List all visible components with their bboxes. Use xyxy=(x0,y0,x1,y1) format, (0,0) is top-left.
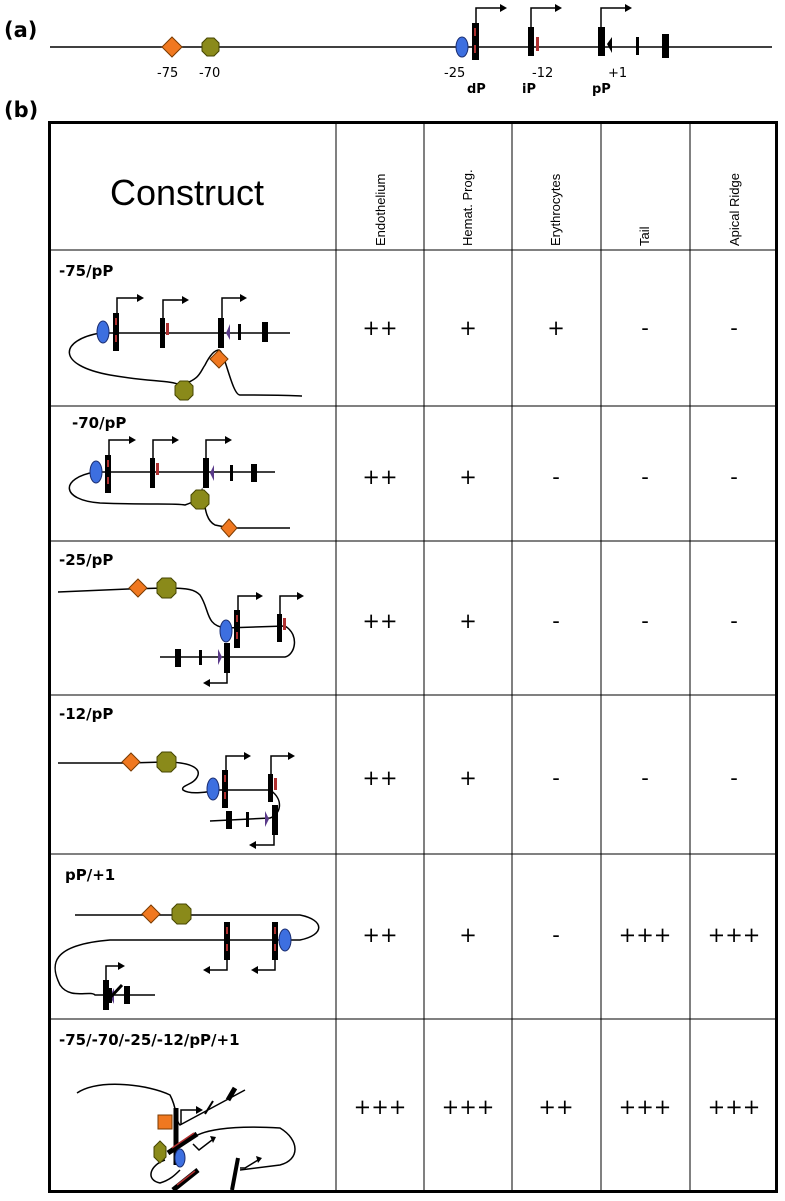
cell-tail: - xyxy=(641,766,649,790)
cell-apical-ridge: - xyxy=(730,316,738,340)
position-label: -25 xyxy=(444,66,466,81)
exon-ip xyxy=(528,27,534,56)
cell-apical-ridge: - xyxy=(730,465,738,489)
cell-erythrocytes: - xyxy=(552,465,560,489)
column-header-hemat-prog: Hemat. Prog. xyxy=(460,169,475,246)
cell-tail: - xyxy=(641,316,649,340)
construct-header: Construct xyxy=(110,172,265,213)
cell-erythrocytes: - xyxy=(552,923,560,947)
cell-tail: +++ xyxy=(618,1095,672,1119)
cell-erythrocytes: - xyxy=(552,766,560,790)
cell-endothelium: ++ xyxy=(362,465,398,489)
column-header-apical-ridge: Apical Ridge xyxy=(727,173,742,246)
cell-apical-ridge: +++ xyxy=(707,923,761,947)
cell-apical-ridge: +++ xyxy=(707,1095,761,1119)
row-title: -12/pP xyxy=(59,705,114,723)
cell-apical-ridge: - xyxy=(730,766,738,790)
schematic-75-pp xyxy=(68,294,303,401)
cell-apical-ridge: - xyxy=(730,609,738,633)
row-title: -70/pP xyxy=(72,414,127,432)
column-header-erythrocytes: Erythrocytes xyxy=(548,173,563,246)
panel-label-a: (a) xyxy=(4,18,38,42)
column-header-endothelium: Endothelium xyxy=(373,173,388,246)
cell-tail: - xyxy=(641,609,649,633)
cell-hemat-prog: + xyxy=(459,465,477,489)
column-header-tail: Tail xyxy=(637,226,652,246)
row-title: -75/-70/-25/-12/pP/+1 xyxy=(59,1031,240,1049)
cell-hemat-prog: + xyxy=(459,923,477,947)
construct-table xyxy=(48,121,778,1193)
cell-endothelium: +++ xyxy=(353,1095,407,1119)
cell-tail: - xyxy=(641,465,649,489)
schematic-12-pp xyxy=(58,751,295,849)
cell-tail: +++ xyxy=(618,923,672,947)
exon-dp xyxy=(472,23,479,60)
promoter-label: pP xyxy=(592,82,611,97)
position-label: +1 xyxy=(608,66,628,81)
diamond-element-75 xyxy=(161,36,183,58)
cell-erythrocytes: ++ xyxy=(538,1095,574,1119)
cell-endothelium: ++ xyxy=(362,316,398,340)
arrow-pp xyxy=(600,7,625,27)
schematic-70-pp xyxy=(68,436,290,538)
locus-map xyxy=(50,4,772,60)
schematic-combined xyxy=(76,1083,296,1192)
position-label: -70 xyxy=(199,66,221,81)
cell-endothelium: ++ xyxy=(362,609,398,633)
position-label: -75 xyxy=(157,66,179,81)
cell-endothelium: ++ xyxy=(362,766,398,790)
position-label: -12 xyxy=(532,66,554,81)
panel-label-b: (b) xyxy=(4,98,39,122)
promoter-label: dP xyxy=(467,82,486,97)
schematic-25-pp xyxy=(57,577,304,687)
cell-erythrocytes: - xyxy=(552,609,560,633)
schematic-pp-1 xyxy=(54,903,320,1010)
row-title: pP/+1 xyxy=(65,866,116,884)
ellipse-element-25 xyxy=(455,36,469,58)
arrow-ip xyxy=(530,7,555,27)
octagon-element-70 xyxy=(201,37,220,57)
exon-pp xyxy=(598,27,605,56)
arrow-dp xyxy=(475,7,500,23)
cell-hemat-prog: + xyxy=(459,316,477,340)
promoter-label: iP xyxy=(522,82,536,97)
cell-hemat-prog: + xyxy=(459,766,477,790)
cell-endothelium: ++ xyxy=(362,923,398,947)
row-title: -75/pP xyxy=(59,262,114,280)
cell-hemat-prog: +++ xyxy=(441,1095,495,1119)
row-title: -25/pP xyxy=(59,551,114,569)
cell-hemat-prog: + xyxy=(459,609,477,633)
cell-erythrocytes: + xyxy=(547,316,565,340)
